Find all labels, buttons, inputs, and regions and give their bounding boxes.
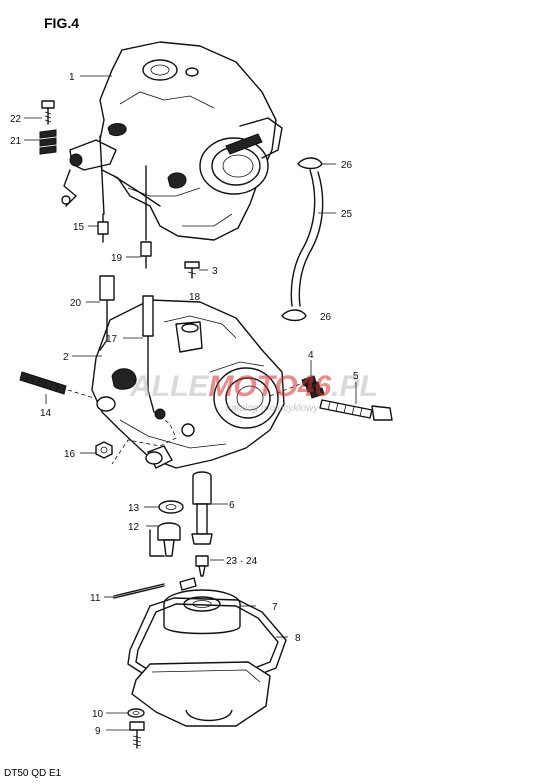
part-washer-10 bbox=[127, 708, 145, 718]
part-rod-15 bbox=[97, 213, 109, 243]
part-pilot-jet-23-24 bbox=[195, 555, 209, 577]
part-float-pin-11 bbox=[113, 577, 197, 599]
callout-17: 17 bbox=[106, 334, 118, 345]
callout-1: 1 bbox=[69, 72, 75, 83]
callout-22: 22 bbox=[10, 114, 22, 125]
callout-6: 6 bbox=[229, 500, 235, 511]
part-clip-26-top bbox=[297, 157, 323, 170]
callout-9: 9 bbox=[95, 726, 101, 737]
callout-2: 2 bbox=[63, 352, 69, 363]
callout-13: 13 bbox=[128, 503, 140, 514]
callout-18: 18 bbox=[189, 292, 201, 303]
leader-lines bbox=[24, 75, 357, 731]
watermark-brand-part2: MOTO bbox=[208, 370, 297, 403]
part-float-7 bbox=[163, 589, 241, 635]
callout-11: 11 bbox=[90, 593, 101, 604]
part-washer-13 bbox=[158, 500, 184, 514]
part-spring-21 bbox=[39, 129, 57, 155]
callout-5: 5 bbox=[353, 371, 359, 382]
part-rod-17-18 bbox=[142, 295, 155, 413]
part-screw-3 bbox=[184, 261, 200, 279]
callout-21: 21 bbox=[10, 136, 22, 147]
part-screw-22 bbox=[41, 100, 55, 125]
part-needle-valve-6 bbox=[191, 471, 213, 545]
part-carburetor-upper-body bbox=[61, 41, 283, 241]
part-stud-14 bbox=[19, 371, 95, 399]
callout-12: 12 bbox=[128, 522, 140, 533]
callout-8: 8 bbox=[295, 633, 301, 644]
part-nut-16 bbox=[95, 441, 113, 459]
callout-25: 25 bbox=[341, 209, 353, 220]
part-spring-4 bbox=[269, 375, 325, 399]
callout-10: 10 bbox=[92, 709, 104, 720]
watermark: ALLEMOTO46.PL katalog motocyklowy bbox=[129, 370, 378, 414]
callout-15: 15 bbox=[73, 222, 85, 233]
part-rod-19 bbox=[140, 241, 152, 269]
part-screw-9 bbox=[129, 721, 145, 749]
callout-23-24: 23 · 24 bbox=[226, 556, 258, 567]
callout-19: 19 bbox=[111, 253, 123, 264]
callout-26-bottom: 26 bbox=[320, 312, 332, 323]
callout-20: 20 bbox=[70, 298, 82, 309]
link-dashed-line bbox=[111, 411, 177, 465]
svg-text:ALLEMOTO46.PL: ALLEMOTO46.PL bbox=[129, 370, 378, 403]
part-screw-5 bbox=[319, 399, 393, 421]
part-carburetor-lower-body bbox=[91, 299, 285, 469]
callout-7: 7 bbox=[272, 602, 278, 613]
callout-26-top: 26 bbox=[341, 160, 353, 171]
part-main-jet-12 bbox=[149, 522, 181, 557]
callout-14: 14 bbox=[40, 408, 52, 419]
watermark-brand-suffix: .PL bbox=[331, 370, 378, 403]
part-clip-26-bottom bbox=[281, 309, 307, 322]
watermark-tagline: katalog motocyklowy bbox=[226, 403, 319, 414]
watermark-brand-part3: 46 bbox=[297, 370, 332, 403]
callout-16: 16 bbox=[64, 449, 76, 460]
callout-4: 4 bbox=[308, 350, 314, 361]
figure-footer: DT50 QD E1 bbox=[4, 768, 62, 779]
watermark-brand-part1: ALLE bbox=[129, 370, 209, 403]
callout-labels: 1 22 21 15 19 26 25 3 18 26 20 17 2 4 5 … bbox=[10, 72, 359, 737]
part-rod-20 bbox=[99, 275, 115, 351]
part-hose-25 bbox=[290, 169, 324, 307]
callout-3: 3 bbox=[212, 266, 218, 277]
part-float-bowl bbox=[131, 661, 271, 727]
figure-title: FIG.4 bbox=[44, 15, 79, 31]
